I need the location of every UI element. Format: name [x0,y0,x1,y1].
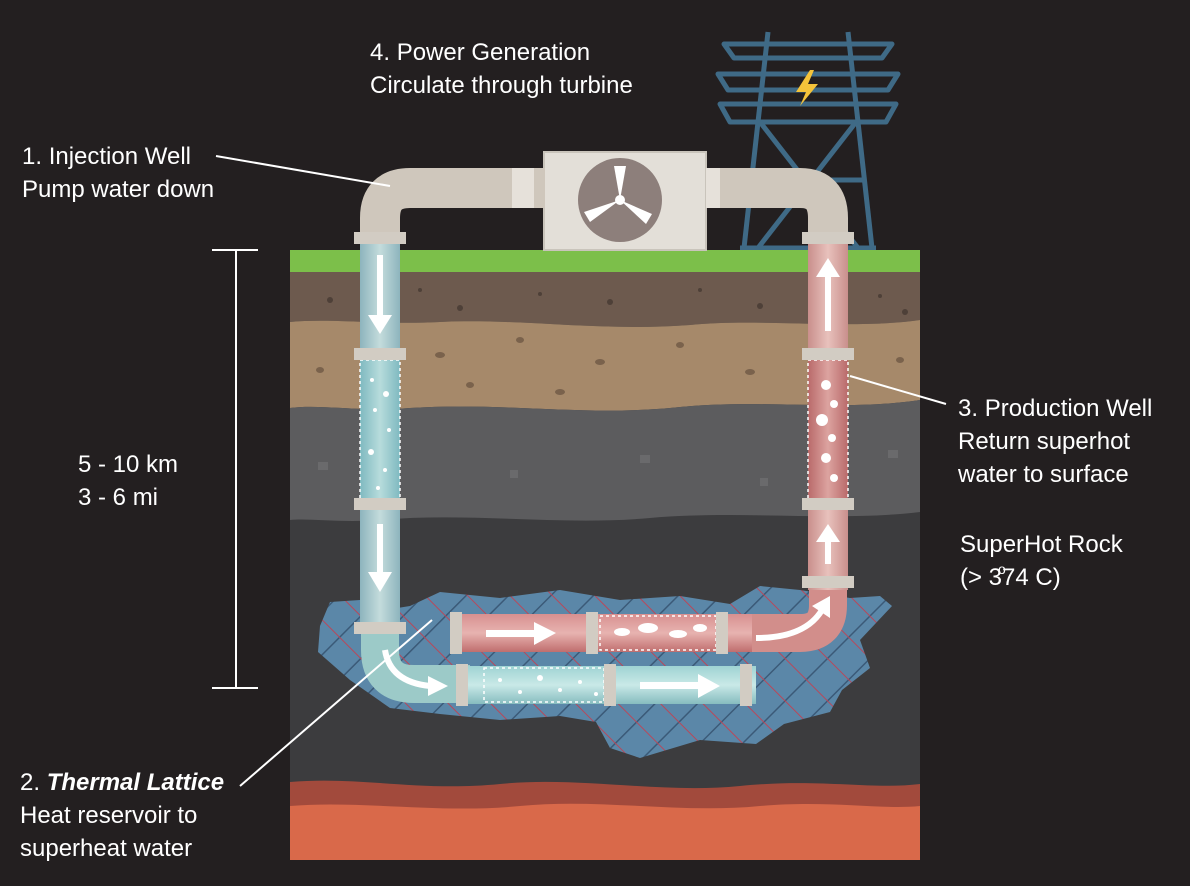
arrow-up-icon [816,258,840,564]
lightning-bolt-icon [796,70,818,106]
arrow-right-icon [486,622,720,698]
injection-well [354,232,406,634]
arrow-down-icon [368,255,392,592]
production-desc-1: Return superhot [958,428,1131,455]
lattice-title: Thermal Lattice [46,769,225,796]
thermal-lattice-label: 2. Thermal Lattice Heat reservoir to sup… [20,766,224,865]
depth-label: 5 - 10 km 3 - 6 mi [78,448,178,514]
lattice-desc-2: superheat water [20,835,193,862]
leader-lines [215,155,947,787]
depth-scale [212,249,258,689]
production-title: Production Well [984,395,1153,422]
superhot-rock-label: SuperHot Rock (> 374 C)o [960,528,1123,594]
curved-arrow-icon [382,596,830,696]
production-well-label: 3. Production Well Return superhot water… [958,392,1152,491]
power-desc: Circulate through turbine [370,72,633,99]
production-desc-2: water to surface [958,461,1129,488]
surface-pipe [360,168,848,240]
depth-km: 5 - 10 km [78,451,179,478]
lateral-pipes [361,590,847,706]
power-generation-label: 4. Power Generation Circulate through tu… [370,36,633,102]
rock-temp: (> 374 C) [960,564,1061,591]
power-number: 4. [370,39,391,66]
production-number: 3. [958,395,979,422]
lattice-number: 2. [20,769,41,796]
depth-mi: 3 - 6 mi [78,484,159,511]
injection-title: Injection Well [48,143,191,170]
production-well [802,232,854,590]
lattice-desc-1: Heat reservoir to [20,802,198,829]
injection-well-label: 1. Injection Well Pump water down [22,140,214,206]
injection-number: 1. [22,143,43,170]
turbine-fan-icon [584,166,652,224]
power-title: Power Generation [396,39,591,66]
turbine-housing [543,151,707,251]
injection-desc: Pump water down [22,176,215,203]
degree-symbol: o [998,561,1006,577]
rock-title: SuperHot Rock [960,531,1123,558]
